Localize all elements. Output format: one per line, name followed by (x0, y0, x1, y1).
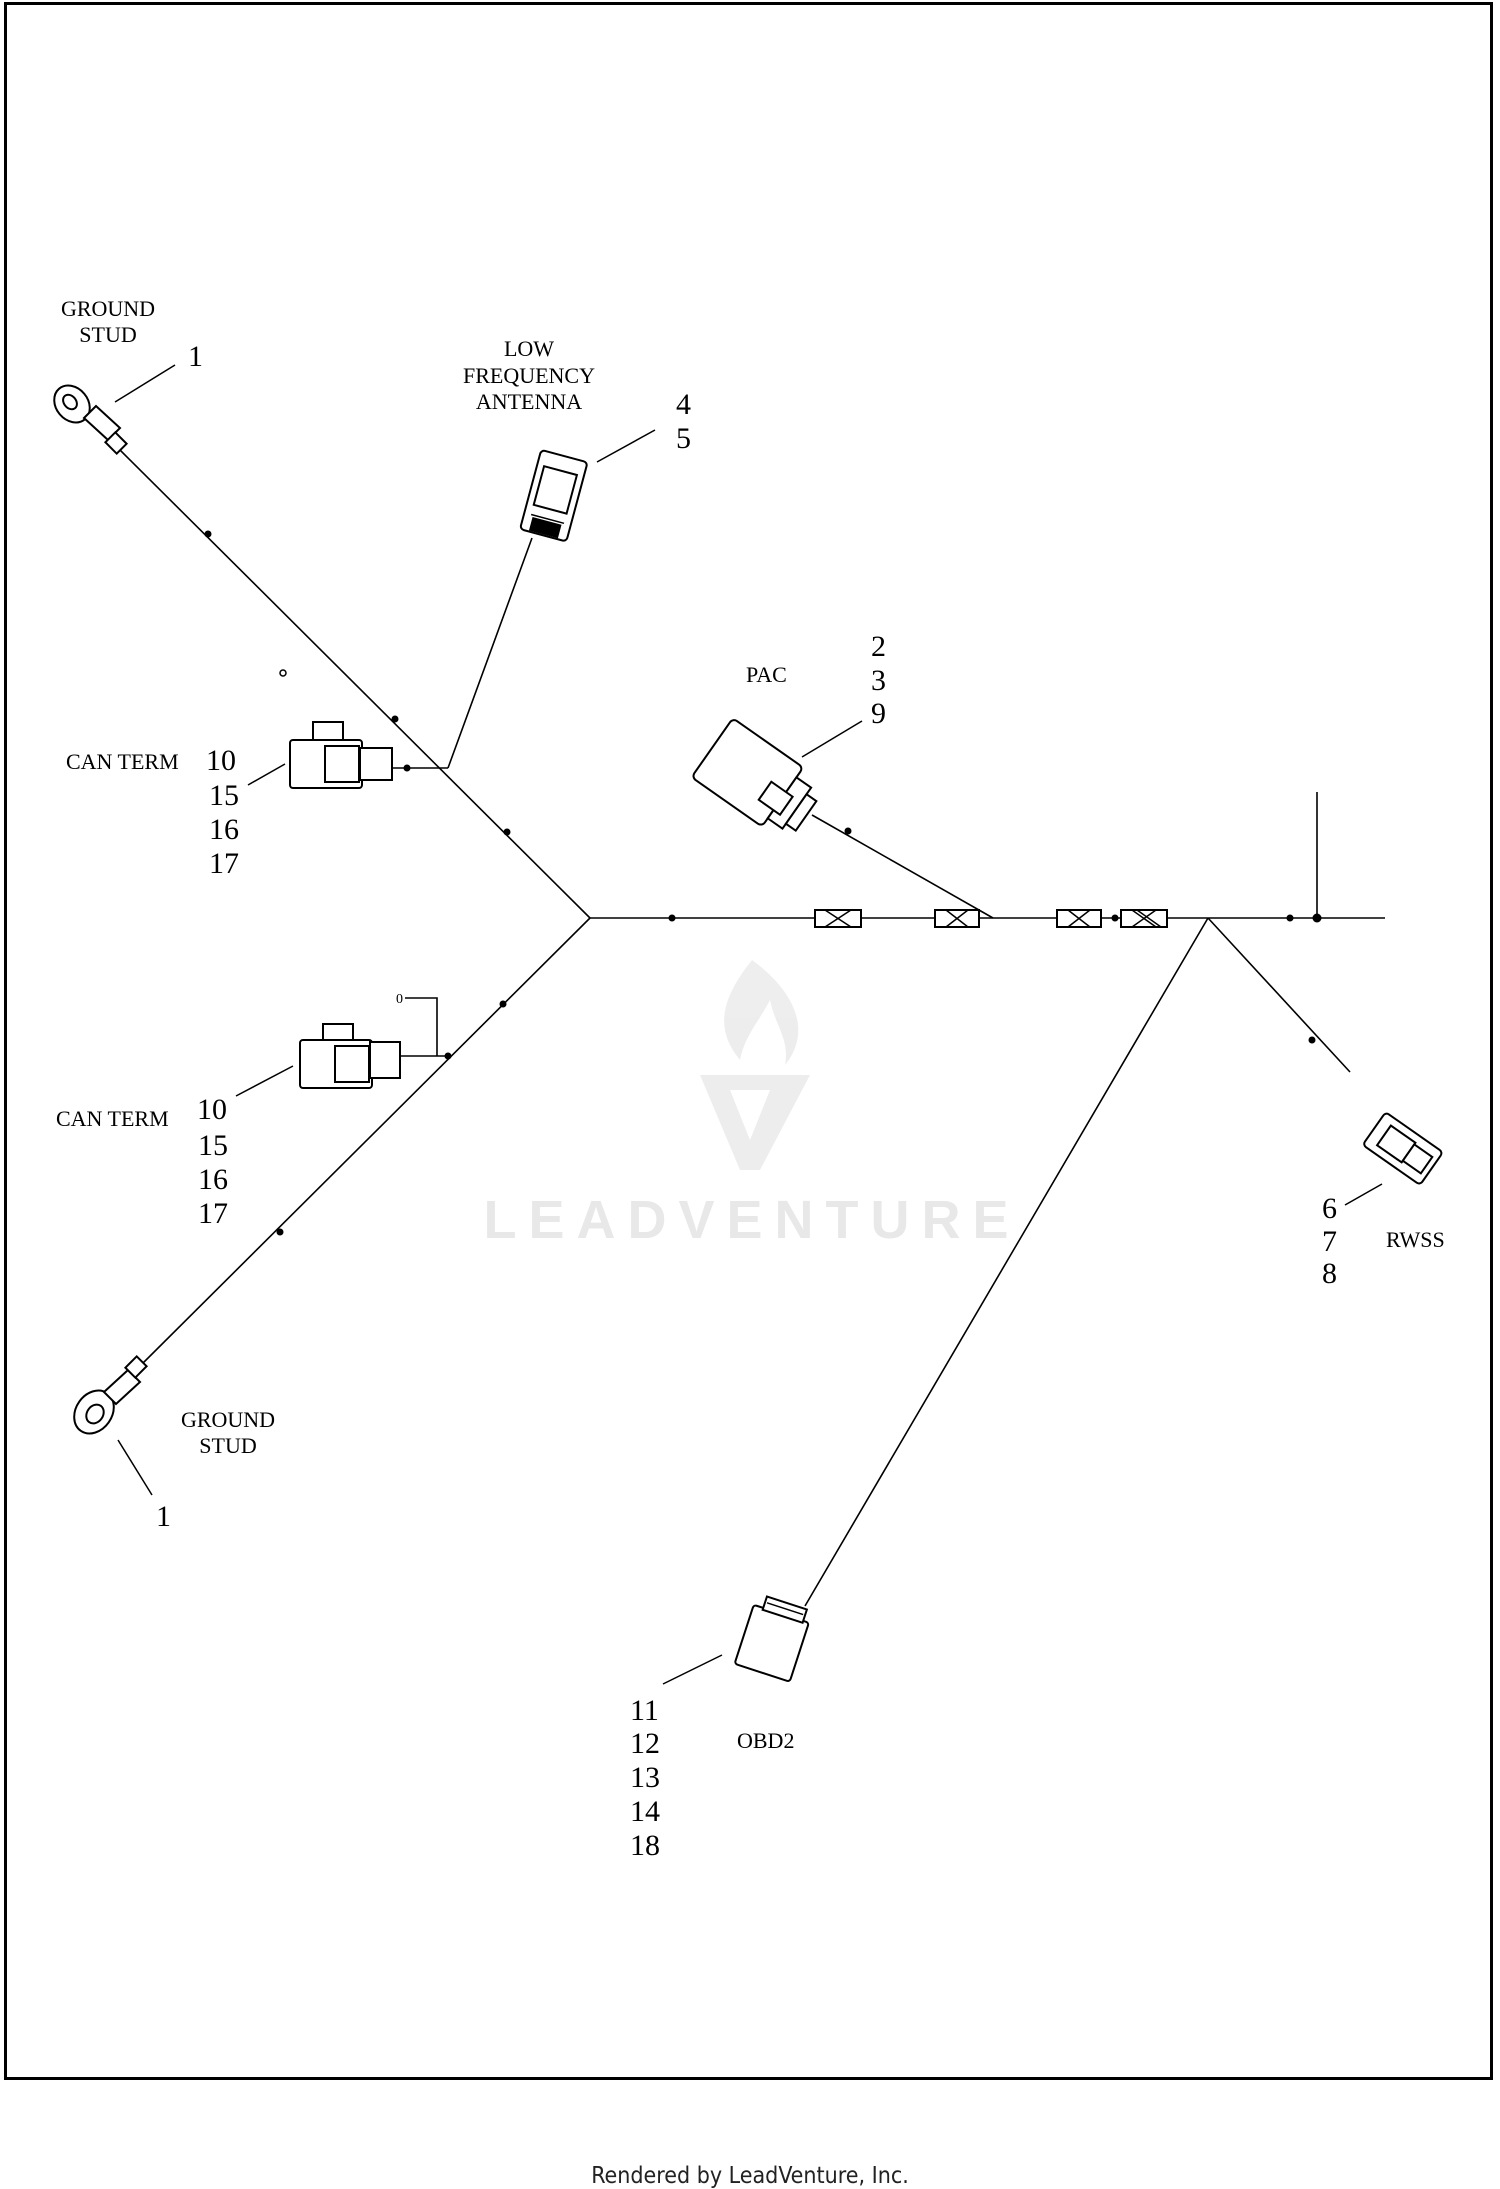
watermark-brand-text: LEADVENTURE (483, 1190, 1020, 1250)
can-term-upper-connector (289, 721, 393, 789)
svg-text:RWSS: RWSS (1386, 1227, 1445, 1252)
inline-marker-3 (1056, 909, 1102, 928)
svg-text:PAC: PAC (746, 662, 787, 687)
svg-text:10: 10 (197, 1093, 227, 1126)
small-zero-label: 0 (396, 992, 403, 1007)
svg-text:18: 18 (630, 1829, 660, 1862)
pac-connector (692, 719, 818, 832)
can-term-upper-label: CAN TERM 10 15 16 17 (66, 744, 239, 880)
svg-text:STUD: STUD (199, 1433, 256, 1458)
svg-text:GROUND: GROUND (181, 1407, 275, 1432)
svg-text:17: 17 (198, 1197, 228, 1230)
can-term-lower-label: CAN TERM 10 15 16 17 (56, 1093, 228, 1230)
splice-dots (204, 530, 1322, 1236)
flame-logo-icon (724, 960, 799, 1065)
svg-text:CAN TERM: CAN TERM (56, 1106, 169, 1131)
svg-text:10: 10 (206, 744, 236, 777)
diagram-frame (4, 2, 1493, 2080)
footer-credit: Rendered by LeadVenture, Inc. (591, 2163, 909, 2189)
svg-text:ANTENNA: ANTENNA (476, 389, 582, 414)
callout-leaders (114, 364, 1383, 1685)
svg-text:17: 17 (209, 847, 239, 880)
svg-text:14: 14 (630, 1795, 660, 1828)
can-term-lower-connector (299, 1023, 401, 1089)
rwss-connector (1363, 1112, 1443, 1185)
svg-text:GROUND: GROUND (61, 296, 155, 321)
ground-stud-top-terminal (53, 384, 129, 456)
leadventure-watermark: LEADVENTURE (483, 960, 1020, 1250)
svg-text:OBD2: OBD2 (737, 1728, 794, 1753)
harness-wires (117, 447, 1385, 1607)
svg-text:6: 6 (1322, 1192, 1337, 1225)
v-logo-icon (700, 1075, 810, 1170)
pac-label: PAC 2 3 9 (746, 630, 886, 730)
low-frequency-antenna-label: LOW FREQUENCY ANTENNA 4 5 (463, 336, 691, 455)
svg-text:LOW: LOW (504, 336, 554, 361)
svg-text:1: 1 (188, 340, 203, 373)
svg-text:13: 13 (630, 1761, 660, 1794)
svg-text:16: 16 (209, 813, 239, 846)
svg-text:15: 15 (198, 1129, 228, 1162)
svg-text:4: 4 (676, 388, 691, 421)
svg-text:16: 16 (198, 1163, 228, 1196)
inline-marker-1 (814, 909, 862, 928)
obd2-label: 11 12 13 14 18 OBD2 (630, 1694, 794, 1862)
svg-text:8: 8 (1322, 1257, 1337, 1290)
svg-text:9: 9 (871, 697, 886, 730)
inline-wire-markers (814, 909, 1168, 928)
svg-text:5: 5 (676, 422, 691, 455)
svg-text:3: 3 (871, 664, 886, 697)
svg-text:15: 15 (209, 779, 239, 812)
svg-text:7: 7 (1322, 1225, 1337, 1258)
svg-text:2: 2 (871, 630, 886, 663)
svg-text:CAN TERM: CAN TERM (66, 749, 179, 774)
svg-text:1: 1 (156, 1500, 171, 1533)
obd2-connector (734, 1595, 810, 1682)
rwss-label: 6 7 8 RWSS (1322, 1192, 1445, 1290)
ground-stud-top-label: GROUND STUD 1 (61, 296, 203, 373)
low-frequency-antenna-connector (519, 449, 588, 542)
ground-stud-bottom-terminal (73, 1354, 149, 1435)
svg-text:12: 12 (630, 1727, 660, 1760)
svg-text:STUD: STUD (79, 322, 136, 347)
inline-marker-2 (934, 909, 980, 928)
inline-marker-4 (1120, 909, 1168, 928)
svg-text:FREQUENCY: FREQUENCY (463, 363, 595, 388)
ground-stud-bottom-label: GROUND STUD 1 (156, 1407, 275, 1533)
svg-text:11: 11 (630, 1694, 659, 1727)
